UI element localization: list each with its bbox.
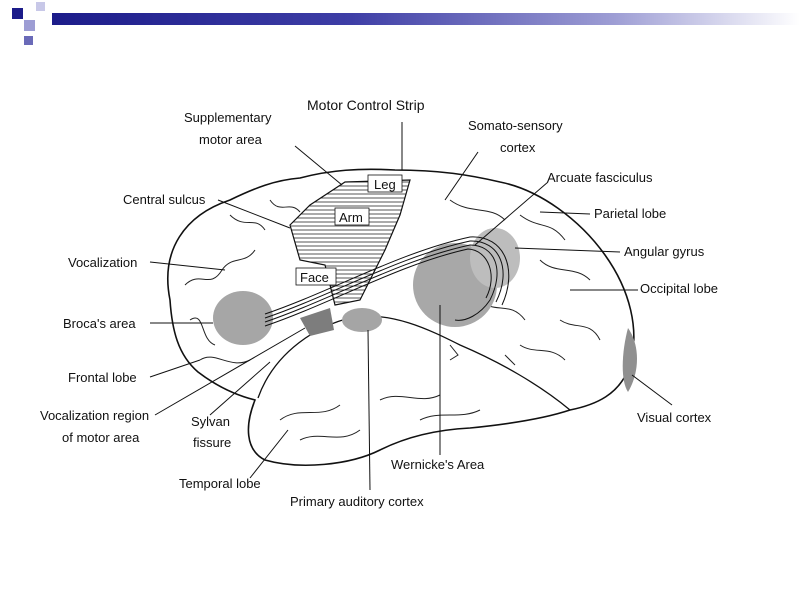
gyri-temporal <box>279 394 481 441</box>
label-face: Face <box>300 270 329 285</box>
corner-square-mid <box>36 2 45 11</box>
label-supplementary-1: Supplementary <box>184 110 272 125</box>
label-vocalization: Vocalization <box>68 255 137 270</box>
label-somato-sensory-1: Somato-sensory <box>468 118 563 133</box>
auditory-cortex-shade <box>342 308 382 332</box>
label-temporal-lobe: Temporal lobe <box>179 476 261 491</box>
arcuate-fasciculus-bundle <box>264 236 510 327</box>
title-bar-gradient <box>52 13 800 25</box>
brocas-area-shade <box>213 291 273 345</box>
label-motor-control-strip: Motor Control Strip <box>307 97 425 113</box>
motor-strip-hatched <box>289 179 411 306</box>
label-arm: Arm <box>339 210 363 225</box>
label-sylvan-2: fissure <box>193 435 231 450</box>
label-wernickes-area: Wernicke's Area <box>391 457 485 472</box>
leader-lines <box>149 122 673 491</box>
vocalization-region-shade <box>300 308 334 336</box>
corner-square-dark <box>12 8 23 19</box>
label-angular-gyrus: Angular gyrus <box>624 244 705 259</box>
temporal-lobe-outline <box>257 315 571 411</box>
brain-outline <box>167 168 635 466</box>
gyri-posterior <box>449 199 601 366</box>
label-central-sulcus: Central sulcus <box>123 192 206 207</box>
corner-square-small <box>24 36 33 45</box>
label-somato-sensory-2: cortex <box>500 140 536 155</box>
label-vocalization-region-1: Vocalization region <box>40 408 149 423</box>
label-parietal-lobe: Parietal lobe <box>594 206 666 221</box>
label-arcuate-fasciculus: Arcuate fasciculus <box>547 170 653 185</box>
label-sylvan-1: Sylvan <box>191 414 230 429</box>
label-vocalization-region-2: of motor area <box>62 430 140 445</box>
corner-square-light <box>24 20 35 31</box>
label-brocas-area: Broca's area <box>63 316 136 331</box>
label-primary-auditory-cortex: Primary auditory cortex <box>290 494 424 509</box>
label-leg: Leg <box>374 177 396 192</box>
label-supplementary-2: motor area <box>199 132 263 147</box>
label-visual-cortex: Visual cortex <box>637 410 712 425</box>
label-occipital-lobe: Occipital lobe <box>640 281 718 296</box>
label-frontal-lobe: Frontal lobe <box>68 370 137 385</box>
